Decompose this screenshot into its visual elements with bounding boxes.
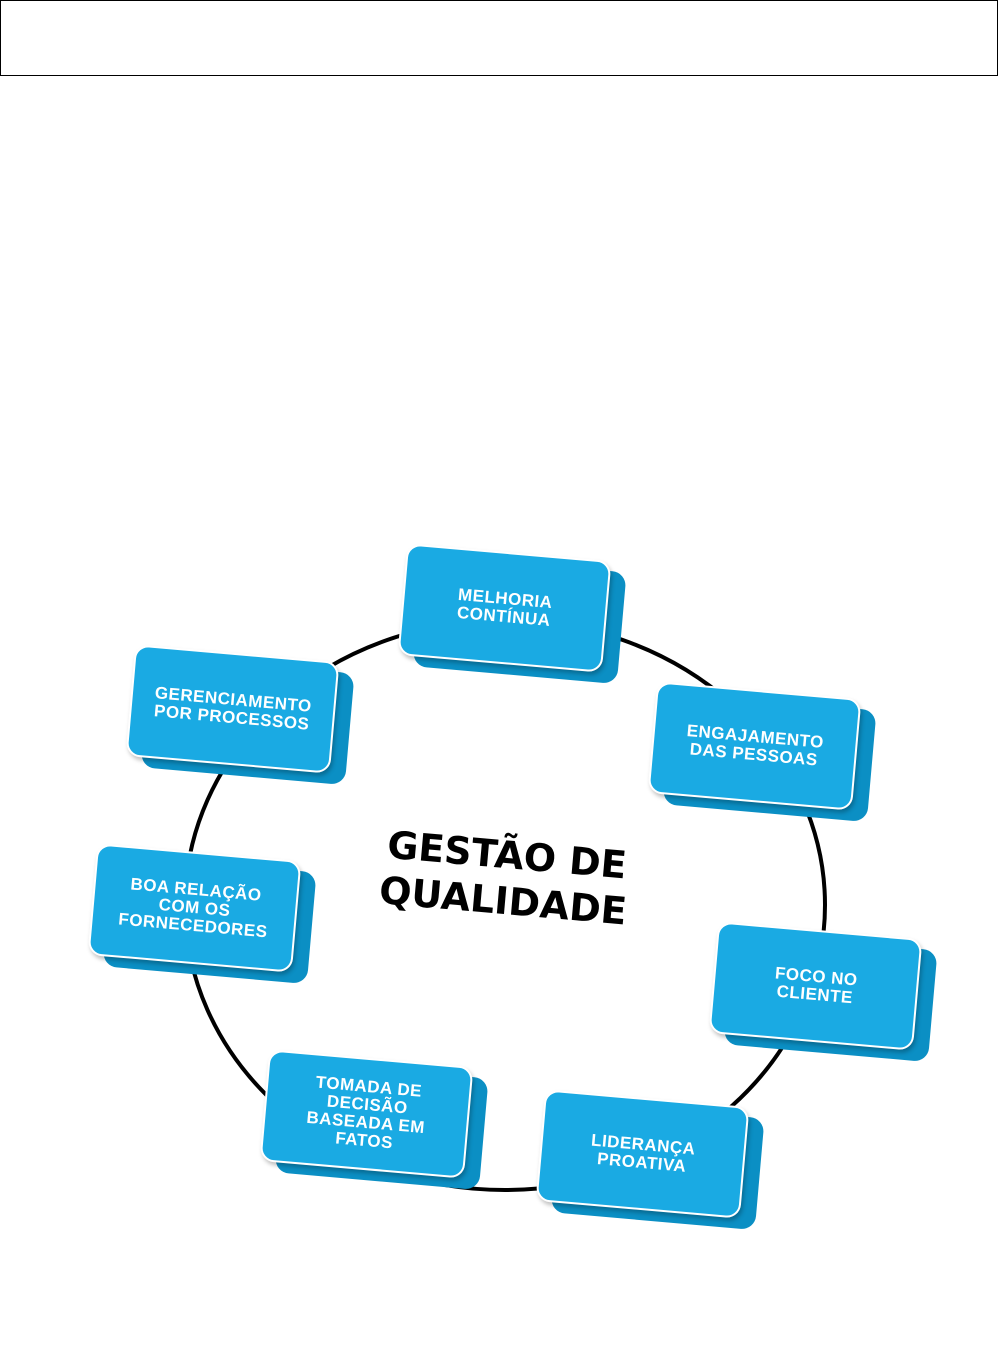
node-lideranca-proativa: LIDERANÇA PROATIVA	[536, 1089, 750, 1218]
node-label: GERENCIAMENTO POR PROCESSOS	[153, 684, 313, 734]
node-face: LIDERANÇA PROATIVA	[536, 1089, 750, 1218]
node-label: LIDERANÇA PROATIVA	[589, 1132, 696, 1177]
node-face: FOCO NO CLIENTE	[709, 921, 923, 1050]
node-label: FOCO NO CLIENTE	[773, 964, 859, 1007]
node-face: BOA RELAÇÃO COM OS FORNECEDORES	[88, 843, 302, 972]
node-face: GERENCIAMENTO POR PROCESSOS	[126, 644, 340, 773]
node-foco-no-cliente: FOCO NO CLIENTE	[709, 921, 923, 1050]
node-label: ENGAJAMENTO DAS PESSOAS	[684, 722, 824, 770]
node-label: MELHORIA CONTÍNUA	[456, 586, 553, 630]
node-face: ENGAJAMENTO DAS PESSOAS	[648, 681, 862, 810]
node-face: TOMADA DE DECISÃO BASEADA EM FATOS	[260, 1049, 474, 1178]
node-melhoria-continua: MELHORIA CONTÍNUA	[398, 543, 612, 672]
node-face: MELHORIA CONTÍNUA	[398, 543, 612, 672]
node-tomada-de-decisao: TOMADA DE DECISÃO BASEADA EM FATOS	[260, 1049, 474, 1178]
node-label: BOA RELAÇÃO COM OS FORNECEDORES	[118, 875, 272, 942]
node-boa-relacao-fornecedores: BOA RELAÇÃO COM OS FORNECEDORES	[88, 843, 302, 972]
node-engajamento-das-pessoas: ENGAJAMENTO DAS PESSOAS	[648, 681, 862, 810]
node-label: TOMADA DE DECISÃO BASEADA EM FATOS	[304, 1073, 428, 1155]
node-gerenciamento-por-processos: GERENCIAMENTO POR PROCESSOS	[126, 644, 340, 773]
